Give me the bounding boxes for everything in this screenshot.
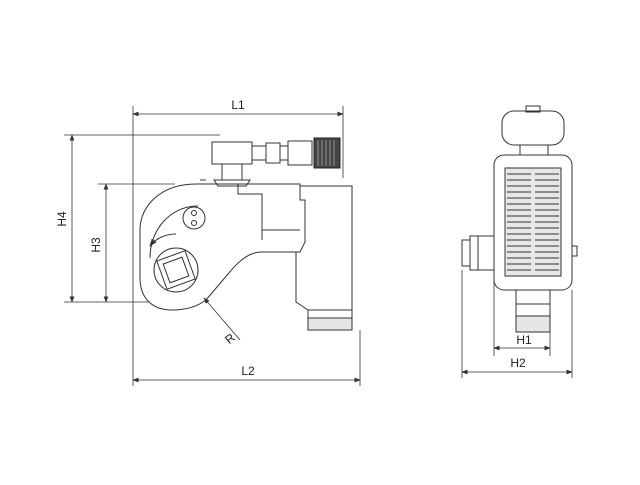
pin-hole-bottom <box>191 220 197 226</box>
coupling-collar <box>279 145 289 161</box>
reaction-arm-foot <box>307 317 353 331</box>
front-reaction-foot <box>515 315 551 333</box>
square-drive <box>156 250 196 290</box>
tool-head-body <box>139 183 306 311</box>
drive-shaft-tip <box>461 239 471 267</box>
pin-hole-top <box>191 210 197 216</box>
cylinder-fins <box>507 173 559 271</box>
drive-shaft <box>469 235 495 271</box>
head-inner-contour <box>237 184 263 240</box>
swivel-neck <box>221 163 243 181</box>
swivel-base <box>213 179 251 187</box>
pin-plate <box>182 206 206 230</box>
head-inner-arc <box>149 205 199 259</box>
coupling-body <box>287 140 313 166</box>
side-view: L1 L2 H4 H3 <box>55 98 361 386</box>
coupling-nut-1 <box>251 145 267 161</box>
swivel-block <box>211 141 253 165</box>
label-h1: H1 <box>516 333 532 347</box>
knob-neck <box>519 144 549 156</box>
front-view: H1 H2 <box>461 105 578 378</box>
square-drive-inner <box>162 256 190 284</box>
label-l1: L1 <box>231 98 245 112</box>
label-r: R <box>222 330 238 347</box>
coupling-nut-2 <box>265 142 281 164</box>
knob-cap <box>525 105 541 113</box>
side-plug <box>571 245 578 257</box>
connector-ribs <box>317 140 335 166</box>
radius-leader <box>203 297 241 341</box>
top-knob <box>501 110 565 146</box>
label-h4: H4 <box>55 211 69 227</box>
label-l2: L2 <box>241 364 255 378</box>
label-h2: H2 <box>510 356 526 370</box>
label-h3: H3 <box>89 237 103 253</box>
rotation-arrow <box>149 233 177 247</box>
